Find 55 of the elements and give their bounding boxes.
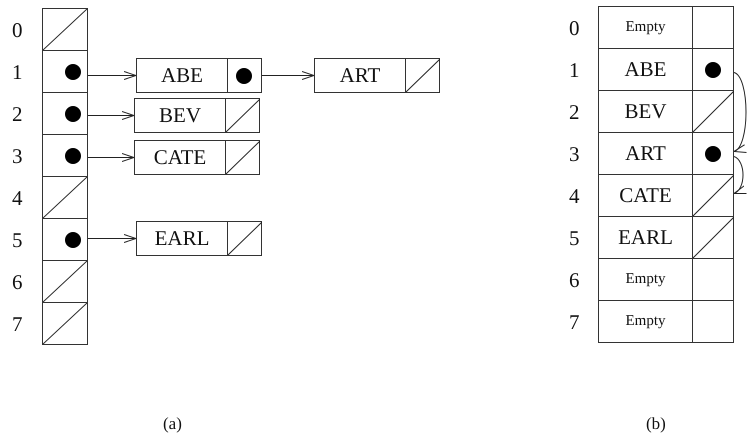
- list-node: [136, 221, 262, 256]
- row-index: 0: [569, 18, 580, 39]
- row-index: 5: [12, 230, 22, 251]
- key-text: ART: [338, 62, 382, 89]
- table-row: [598, 90, 734, 133]
- pointer-arrow: [88, 71, 136, 80]
- table-row: [598, 174, 734, 217]
- pointer-arrow: [88, 234, 136, 243]
- row-index: 4: [12, 188, 22, 209]
- key-text: Empty: [624, 18, 666, 37]
- row-index: 6: [12, 272, 22, 293]
- hash-slot-cell: [42, 50, 88, 93]
- hash-slot-cell: [42, 218, 88, 261]
- key-text: Empty: [624, 270, 666, 289]
- subfigure-caption: (b): [646, 415, 666, 432]
- subfigure-caption: (a): [163, 415, 182, 432]
- row-index: 1: [569, 60, 580, 81]
- row-index: 5: [569, 228, 580, 249]
- hash-slot-cell: [42, 92, 88, 135]
- table-row: [598, 48, 734, 91]
- key-text: Empty: [624, 312, 666, 331]
- row-index: 1: [12, 62, 22, 83]
- key-text: CATE: [152, 144, 208, 171]
- table-row: [598, 300, 734, 343]
- table-row: [598, 132, 734, 175]
- pointer-arrow: [734, 72, 747, 152]
- key-text: ART: [624, 140, 667, 167]
- list-node: [134, 140, 260, 175]
- row-index: 3: [12, 146, 22, 167]
- row-index: 2: [569, 102, 580, 123]
- hash-slot-cell: [42, 134, 88, 177]
- key-text: CATE: [618, 182, 673, 209]
- row-index: 4: [569, 186, 580, 207]
- pointer-arrow: [734, 156, 747, 194]
- row-index: 3: [569, 144, 580, 165]
- key-text: EARL: [617, 224, 674, 251]
- table-row: [598, 6, 734, 49]
- row-index: 2: [12, 104, 22, 125]
- row-index: 0: [12, 20, 22, 41]
- key-text: EARL: [154, 225, 210, 252]
- list-node: [136, 58, 262, 93]
- key-text: BEV: [158, 102, 202, 129]
- table-row: [598, 216, 734, 259]
- key-text: ABE: [160, 62, 204, 89]
- row-index: 7: [12, 314, 22, 335]
- key-text: ABE: [624, 56, 668, 83]
- pointer-arrow: [88, 153, 134, 162]
- table-row: [598, 258, 734, 301]
- list-node: [314, 58, 440, 93]
- key-text: BEV: [624, 98, 668, 125]
- list-node: [134, 98, 260, 133]
- pointer-arrow: [88, 111, 134, 120]
- pointer-arrow: [262, 71, 314, 80]
- row-index: 6: [569, 270, 580, 291]
- row-index: 7: [569, 312, 580, 333]
